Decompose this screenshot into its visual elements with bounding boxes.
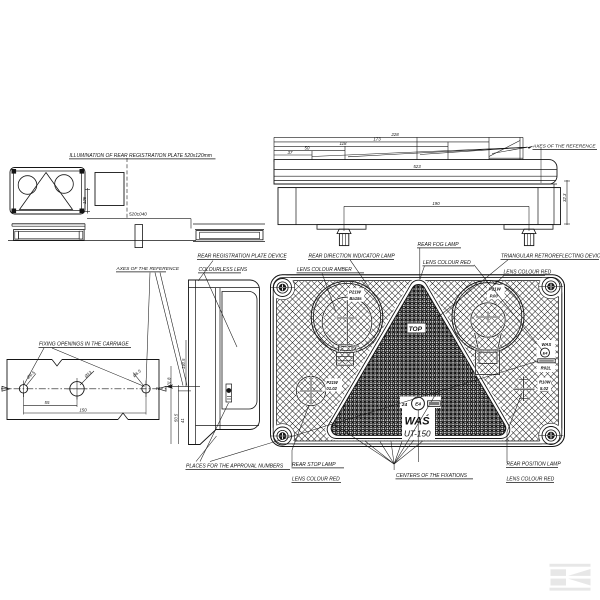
svg-text:125: 125 <box>82 196 87 204</box>
svg-text:118: 118 <box>340 141 348 146</box>
svg-text:FIXING OPENINGS IN THE CARRIAG: FIXING OPENINGS IN THE CARRIAGE <box>39 342 129 348</box>
svg-text:173: 173 <box>373 137 381 142</box>
svg-text:E4: E4 <box>415 402 421 408</box>
svg-text:101.8: 101.8 <box>166 377 171 388</box>
svg-text:P.00: P.00 <box>490 293 499 298</box>
svg-text:P21W: P21W <box>326 380 338 385</box>
svg-text:LENS COLOUR RED: LENS COLOUR RED <box>423 260 471 266</box>
svg-text:TOP: TOP <box>409 326 423 333</box>
svg-text:R10W: R10W <box>539 379 552 384</box>
svg-text:P21W: P21W <box>349 290 362 295</box>
svg-text:WAŚ: WAŚ <box>405 415 431 428</box>
svg-text:150: 150 <box>79 407 87 412</box>
svg-text:Ø13: Ø13 <box>83 369 93 379</box>
svg-text:CENTERS OF THE FIXATIONS: CENTERS OF THE FIXATIONS <box>396 473 468 479</box>
svg-text:Ø6.5: Ø6.5 <box>131 368 142 379</box>
svg-text:ILLUMINATION OF REAR REGISTRAT: ILLUMINATION OF REAR REGISTRATION PLATE … <box>70 153 212 159</box>
svg-text:24: 24 <box>401 402 408 408</box>
svg-text:190: 190 <box>432 201 440 206</box>
svg-text:REAR STOP LAMP: REAR STOP LAMP <box>292 462 336 468</box>
svg-text:37: 37 <box>288 150 293 155</box>
svg-text:UT-150: UT-150 <box>404 430 431 439</box>
svg-text:5.02: 5.02 <box>540 386 549 391</box>
svg-text:32.3: 32.3 <box>562 193 567 202</box>
svg-text:41: 41 <box>180 418 185 423</box>
svg-text:TRIANGULAR RETROREFLECTING DEV: TRIANGULAR RETROREFLECTING DEVICE <box>501 254 600 260</box>
svg-text:LENS COLOUR RED: LENS COLOUR RED <box>507 477 555 483</box>
svg-text:REAR FOG LAMP: REAR FOG LAMP <box>418 242 460 248</box>
svg-text:140.5: 140.5 <box>181 358 186 369</box>
svg-text:WAS: WAS <box>542 342 552 347</box>
svg-text:50: 50 <box>305 146 310 151</box>
svg-text:E4: E4 <box>543 350 549 355</box>
svg-text:LENS COLOUR AMBER: LENS COLOUR AMBER <box>297 267 352 273</box>
svg-text:50.5: 50.5 <box>174 413 179 422</box>
svg-text:LENS COLOUR RED: LENS COLOUR RED <box>292 477 340 483</box>
svg-text:Ø6.5: Ø6.5 <box>25 370 36 381</box>
svg-text:523: 523 <box>413 164 421 169</box>
svg-text:AXES OF THE REFERENCE: AXES OF THE REFERENCE <box>532 144 596 150</box>
svg-text:REAR DIRECTION INDICATOR LAMP: REAR DIRECTION INDICATOR LAMP <box>309 254 396 260</box>
svg-text:LENS COLOUR RED: LENS COLOUR RED <box>504 270 552 276</box>
svg-text:R02L: R02L <box>541 365 552 370</box>
svg-text:COLOURLESS LENS: COLOURLESS LENS <box>199 267 248 273</box>
svg-text:Ba15s: Ba15s <box>349 296 362 301</box>
svg-text:REAR POSITION LAMP: REAR POSITION LAMP <box>507 462 562 468</box>
svg-text:REAR REGISTRATION PLATE DEVICE: REAR REGISTRATION PLATE DEVICE <box>198 254 288 260</box>
svg-text:55: 55 <box>45 400 50 405</box>
svg-text:P21W: P21W <box>489 287 502 292</box>
svg-text:228: 228 <box>390 132 399 137</box>
svg-text:01.02: 01.02 <box>326 386 337 391</box>
svg-text:520±040: 520±040 <box>129 212 147 217</box>
svg-text:PLACES FOR THE APPROVAL NUMBER: PLACES FOR THE APPROVAL NUMBERS <box>186 464 284 470</box>
svg-text:AXES OF THE REFERENCE: AXES OF THE REFERENCE <box>116 266 180 272</box>
